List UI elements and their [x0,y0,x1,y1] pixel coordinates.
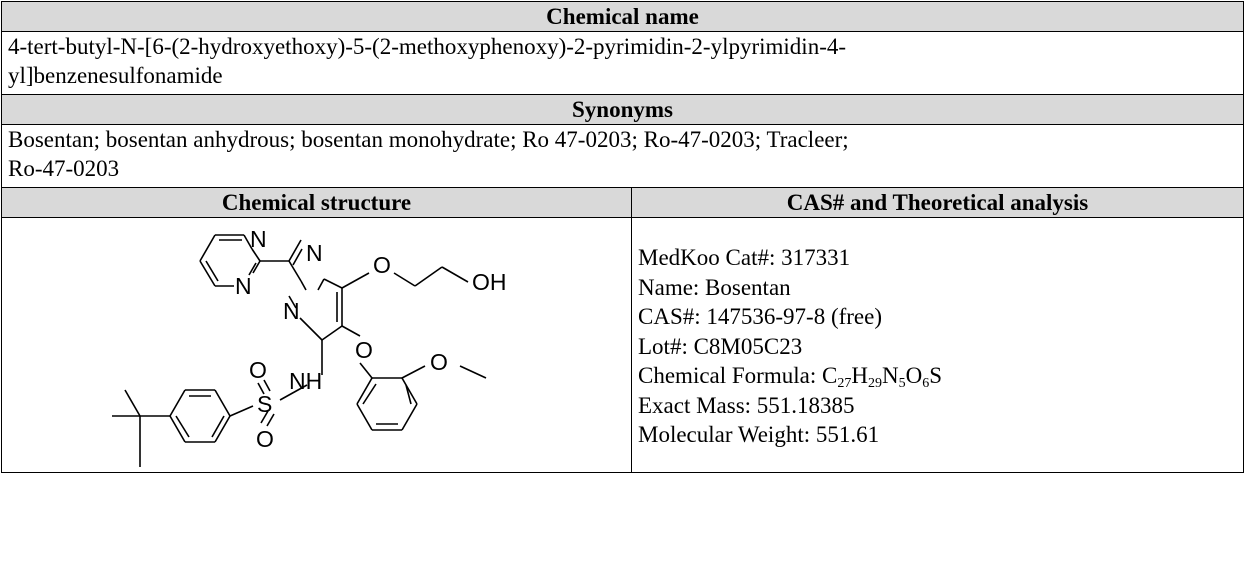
atom-label-o-ether: O [373,252,391,278]
atom-label-s: S [257,391,272,417]
atom-label-n1: N [250,226,267,252]
central-pyrimidine-ring [260,239,343,375]
formula-n: N [881,363,899,388]
chemical-formula-label: Chemical Formula: [638,363,822,388]
chemical-name-cell: 4-tert-butyl-N-[6-(2-hydroxyethoxy)-5-(2… [0,31,1245,95]
methoxyphenyl-ring [341,325,487,431]
atom-label-o-sulfonyl-bottom: O [256,426,274,452]
tert-butylphenyl-ring [112,389,231,467]
synonyms-line-1: Bosentan; bosentan anhydrous; bosentan m… [8,127,849,152]
sulfonamide-group [229,379,308,427]
chemical-name-line-1: 4-tert-butyl-N-[6-(2-hydroxyethoxy)-5-(2… [8,34,847,59]
synonyms-line-2: Ro-47-0203 [8,156,120,181]
chemical-structure-drawing: N N N N O OH O O O S NH O [112,226,507,467]
atom-label-n4: N [283,298,300,324]
atom-label-nh: NH [289,368,322,394]
hydroxyethoxy-chain [341,266,469,289]
formula-o: O [905,363,923,388]
product-data-table: Chemical name 4-tert-butyl-N-[6-(2-hydro… [0,1,1245,473]
synonyms-header: Synonyms [0,94,1245,125]
analysis-cell: MedKoo Cat#: 317331 Name: Bosentan CAS#:… [630,217,1245,473]
formula-s: S [929,363,942,388]
chemical-formula: Chemical Formula: C27H29N5O6S [638,361,1237,391]
formula-h-count: 29 [867,376,882,391]
exact-mass: Exact Mass: 551.18385 [638,392,855,418]
formula-c-count: 27 [837,376,852,391]
chemical-name-line-2: yl]benzenesulfonamide [8,63,223,88]
cas-number: CAS#: 147536-97-8 (free) [638,304,883,329]
molecular-weight: Molecular Weight: 551.61 [638,422,880,447]
atom-label-o-methoxy: O [430,349,448,375]
structure-atom-labels: N N N N O OH O O O S NH O [235,226,507,452]
chemical-name-header: Chemical name [0,1,1245,32]
analysis-header: CAS# and Theoretical analysis [630,187,1245,218]
lot-number: Lot#: C8M05C23 [638,333,803,359]
chemical-structure-cell: N N N N O OH O O O S NH O [1,217,632,473]
formula-o-count: 6 [922,376,930,391]
atom-label-n2: N [235,273,252,299]
formula-n-count: 5 [898,376,906,391]
atom-label-n3: N [306,240,323,266]
atom-label-o-phenoxy: O [355,337,373,363]
formula-h: H [851,363,868,388]
medkoo-cat: MedKoo Cat#: 317331 [638,245,851,270]
atom-label-o-sulfonyl-top: O [249,357,267,383]
product-name: Name: Bosentan [638,274,791,300]
atom-label-oh: OH [472,269,507,295]
chemical-structure-header: Chemical structure [1,187,632,218]
synonyms-cell: Bosentan; bosentan anhydrous; bosentan m… [0,124,1245,188]
formula-c: C [821,363,838,388]
analysis-info: MedKoo Cat#: 317331 Name: Bosentan CAS#:… [638,243,1237,450]
pyrimidine-ring [199,234,261,287]
